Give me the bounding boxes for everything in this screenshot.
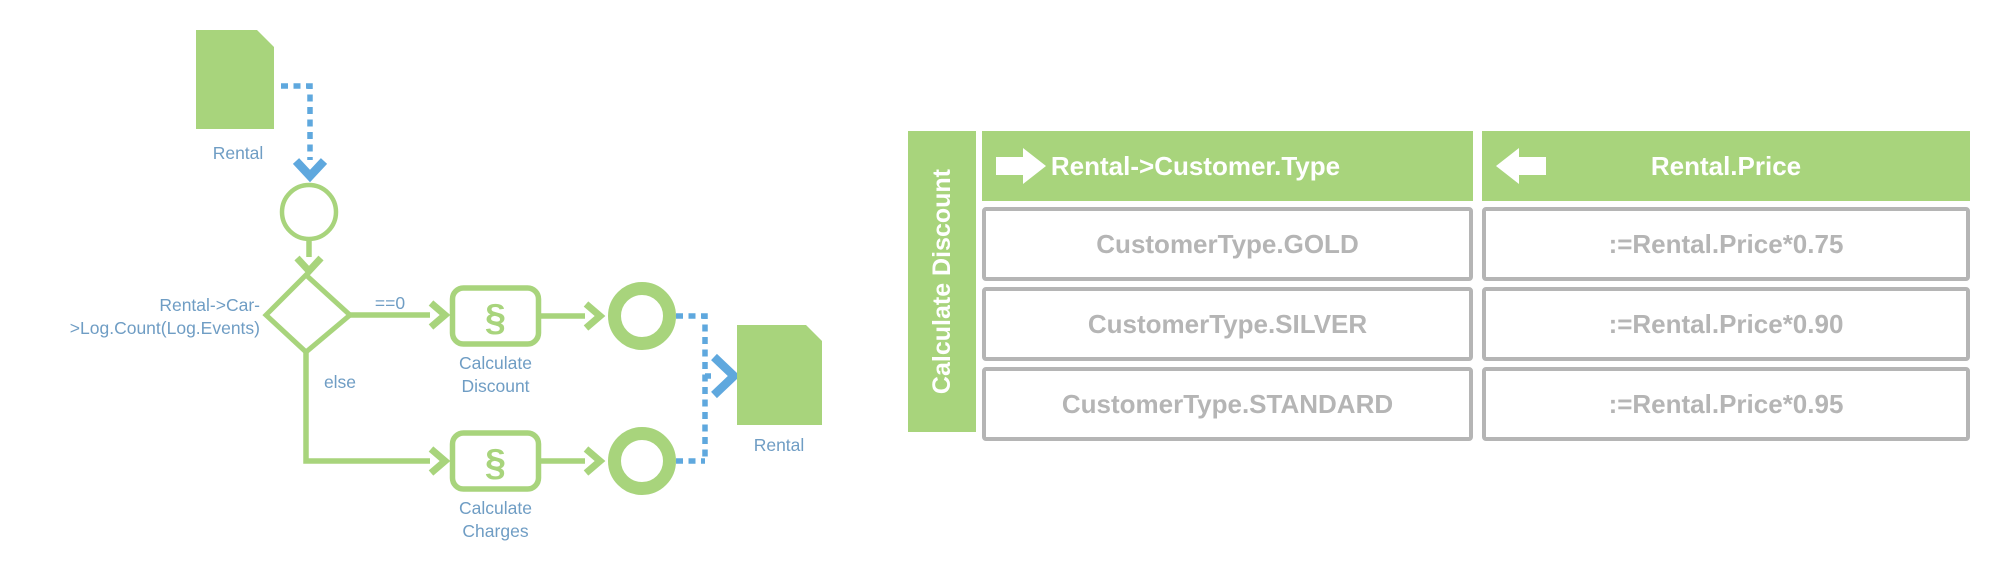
action-value: :=Rental.Price*0.95	[1608, 388, 1844, 419]
decision-table-output-column: Rental.Price :=Rental.Price*0.75 :=Renta…	[1482, 131, 1970, 441]
table-cell-condition: CustomerType.GOLD	[982, 207, 1473, 281]
output-document-icon	[737, 325, 822, 425]
flow-gateway-to-task2	[303, 352, 430, 464]
section-sign-icon: §	[485, 442, 506, 484]
decision-table-input-column: Rental->Customer.Type CustomerType.GOLD …	[982, 131, 1473, 441]
task1-label-line1: Calculate	[459, 353, 532, 373]
flow-task2-arrowhead-icon	[428, 446, 451, 476]
task2-label-line2: Charges	[462, 521, 528, 541]
task1-label-line2: Discount	[461, 376, 529, 396]
flow-task1-arrowhead-icon	[428, 300, 451, 330]
output-document-label: Rental	[754, 435, 805, 455]
table-cell-condition: CustomerType.STANDARD	[982, 367, 1473, 441]
branch-zero-label: ==0	[375, 293, 405, 313]
data-flow-in-arrowhead-icon	[292, 158, 328, 183]
process-flowchart: Rental Rental->Car- >Log.Count(Log.Event…	[70, 30, 822, 541]
section-sign-icon: §	[485, 297, 506, 339]
output-column-header-label: Rental.Price	[1650, 150, 1802, 181]
action-value: :=Rental.Price*0.90	[1608, 308, 1844, 339]
input-column-header: Rental->Customer.Type	[982, 131, 1473, 201]
decision-table-title: Calculate Discount	[927, 168, 956, 395]
table-cell-condition: CustomerType.SILVER	[982, 287, 1473, 361]
output-column-header: Rental.Price	[1482, 131, 1970, 201]
gateway-diamond	[262, 271, 354, 356]
flow-end1-arrowhead-icon	[583, 301, 606, 331]
start-event	[279, 182, 339, 242]
data-flow-out-arrowhead-icon	[711, 353, 741, 399]
condition-value: CustomerType.SILVER	[1087, 308, 1368, 339]
branch-else-label: else	[324, 372, 356, 392]
output-arrow-left-icon	[1496, 148, 1546, 184]
flow-end2-arrowhead-icon	[583, 446, 606, 476]
task2-label-line1: Calculate	[459, 498, 532, 518]
input-column-header-label: Rental->Customer.Type	[1050, 150, 1341, 181]
end-event-discount	[608, 282, 676, 350]
gateway-condition-line1: Rental->Car-	[159, 295, 260, 315]
end-event-charges	[608, 427, 676, 495]
action-value: :=Rental.Price*0.75	[1608, 228, 1844, 259]
flow-start-arrowhead-icon	[294, 255, 324, 277]
table-cell-action: :=Rental.Price*0.90	[1482, 287, 1970, 361]
table-cell-action: :=Rental.Price*0.95	[1482, 367, 1970, 441]
table-cell-action: :=Rental.Price*0.75	[1482, 207, 1970, 281]
data-flow-out-connector	[676, 313, 711, 464]
input-document-label: Rental	[213, 143, 264, 163]
input-document-icon	[196, 30, 274, 129]
data-flow-in-connector	[281, 83, 313, 160]
input-arrow-right-icon	[996, 148, 1046, 184]
gateway-condition-line2: >Log.Count(Log.Events)	[70, 318, 260, 338]
decision-table-title-bar: Calculate Discount	[908, 131, 976, 432]
condition-value: CustomerType.GOLD	[1096, 228, 1359, 259]
condition-value: CustomerType.STANDARD	[1061, 388, 1394, 419]
